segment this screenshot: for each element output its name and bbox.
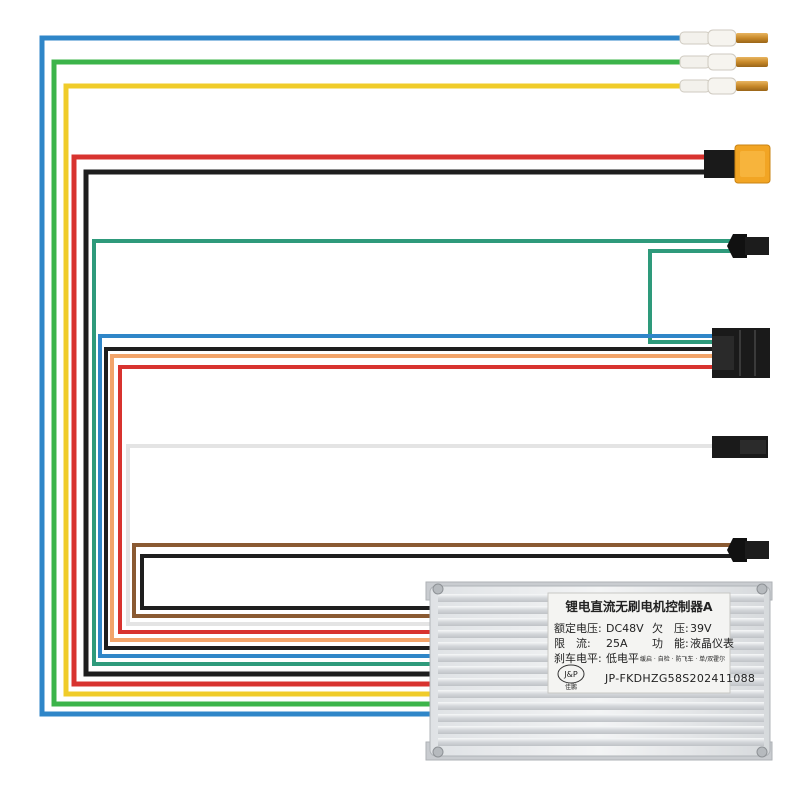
phase-bullet-connectors	[679, 29, 768, 95]
bullet-connector-2	[679, 53, 768, 71]
display-wire-teal-loop	[648, 249, 735, 344]
under-voltage-value: 39V	[690, 622, 712, 635]
display-small-connector	[727, 234, 769, 258]
current-limit-value: 25A	[606, 637, 628, 650]
rated-voltage-label: 额定电压:	[554, 621, 602, 635]
spec-label: 锂电直流无刷电机控制器A 额定电压: DC48V 欠 压: 39V 限 流: 2…	[547, 592, 755, 694]
throttle-wire-red	[118, 365, 712, 634]
current-limit-label: 限 流:	[554, 636, 591, 650]
phase-wire-blue	[39, 35, 680, 717]
screw-icon	[432, 746, 444, 758]
brake-level-label: 刹车电平:	[554, 651, 602, 665]
brake-level-value: 低电平	[606, 652, 639, 665]
brand-name: 佳鹏	[565, 683, 577, 691]
bullet-connector-3	[679, 77, 768, 95]
throttle-multi-pin-connector	[712, 328, 770, 378]
throttle-wire-black	[104, 347, 712, 650]
bullet-connector-1	[679, 29, 768, 47]
throttle-wire-blue	[98, 334, 712, 658]
function-value: 液晶仪表	[690, 636, 734, 650]
function-label: 功 能:	[652, 636, 689, 650]
xt60-battery-connector	[704, 144, 771, 184]
display-wire-teal	[92, 239, 735, 666]
brake-wire-black	[140, 554, 735, 610]
brake-connector	[727, 538, 769, 562]
screw-icon	[432, 583, 444, 595]
battery-wire-red	[71, 154, 705, 687]
phase-wire-yellow	[63, 83, 680, 697]
battery-wire-black	[83, 169, 705, 677]
ignition-wire-white	[126, 444, 714, 626]
screw-icon	[756, 746, 768, 758]
feature-list: 缓启 · 自检 · 防飞车 · 单/双霍尔	[640, 655, 725, 663]
screw-icon	[756, 583, 768, 595]
phase-wire-green	[51, 59, 680, 707]
serial-number: JP-FKDHZG58S202411088	[604, 672, 755, 685]
under-voltage-label: 欠 压:	[652, 621, 689, 635]
throttle-wire-orange	[110, 354, 712, 642]
brake-wire-brown	[132, 543, 735, 618]
wire-harness	[39, 35, 735, 717]
brand-logo-text: J&P	[563, 670, 578, 679]
label-title: 锂电直流无刷电机控制器A	[565, 599, 713, 614]
rated-voltage-value: DC48V	[606, 622, 644, 635]
ignition-connector	[712, 436, 768, 458]
brand-logo-icon: J&P	[557, 664, 585, 684]
